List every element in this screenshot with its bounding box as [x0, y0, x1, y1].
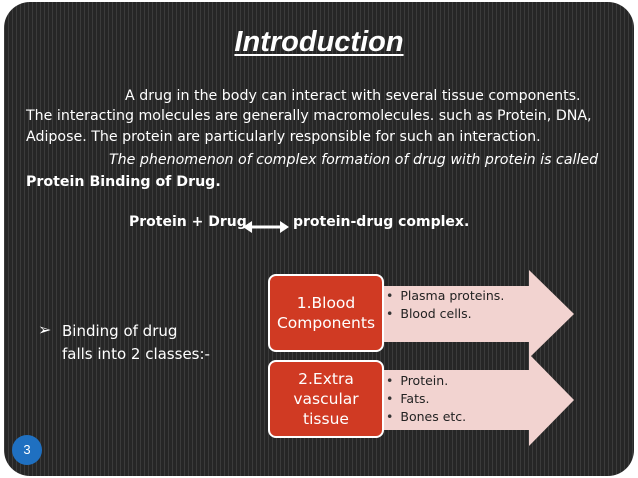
- class-list-blood-components: Plasma proteins. Blood cells.: [386, 287, 504, 323]
- paragraph-line-3: Adipose. The protein are particularly re…: [26, 129, 541, 145]
- class-label-line: 1.Blood: [296, 294, 356, 312]
- class-box-blood-components: 1.Blood Components: [268, 274, 384, 352]
- bullet-line-2: falls into 2 classes:-: [62, 345, 210, 363]
- slide-title: Introduction: [234, 26, 404, 58]
- equation-left: Protein + Drug: [129, 214, 247, 230]
- list-item: Fats.: [386, 390, 466, 408]
- arrow-bullet-icon: ➢: [38, 320, 52, 339]
- list-item: Bones etc.: [386, 408, 466, 426]
- list-item: Plasma proteins.: [386, 287, 504, 305]
- paragraph-line-2: The interacting molecules are generally …: [26, 108, 592, 124]
- class-list-extra-vascular-tissue: Protein. Fats. Bones etc.: [386, 372, 466, 426]
- class-label-line: Components: [276, 314, 376, 332]
- slide: Introduction A drug in the body can inte…: [4, 2, 634, 476]
- class-label-line: tissue: [303, 410, 349, 428]
- page-number-badge: 3: [12, 435, 42, 465]
- bullet-text: Binding of drug falls into 2 classes:-: [62, 320, 262, 366]
- class-label-line: 2.Extra: [298, 370, 354, 388]
- paragraph-line-4: The phenomenon of complex formation of d…: [109, 152, 599, 168]
- paragraph-line-1: A drug in the body can interact with sev…: [125, 88, 581, 104]
- list-item: Blood cells.: [386, 305, 504, 323]
- bullet-line-1: Binding of drug: [62, 322, 178, 340]
- list-item: Protein.: [386, 372, 466, 390]
- double-arrow-icon: [243, 221, 289, 233]
- class-label-line: vascular: [293, 390, 359, 408]
- equation-right: protein-drug complex.: [293, 214, 470, 230]
- paragraph-line-5: Protein Binding of Drug.: [26, 174, 221, 190]
- class-box-extra-vascular-tissue: 2.Extra vascular tissue: [268, 360, 384, 438]
